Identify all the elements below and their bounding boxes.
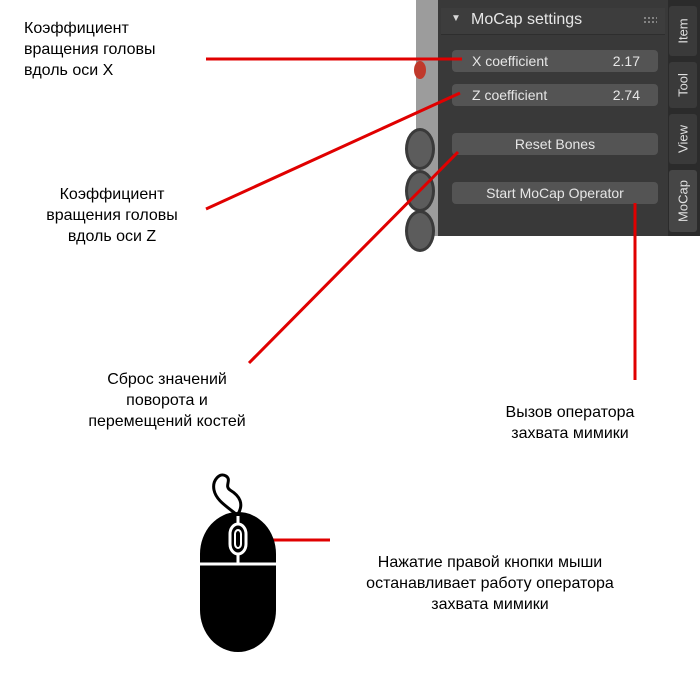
x-coefficient-label: X coefficient [472, 53, 549, 69]
annotation-right-mouse: Нажатие правой кнопки мыши останавливает… [366, 554, 614, 613]
z-coefficient-value: 2.74 [612, 87, 640, 103]
x-coefficient-value: 2.17 [612, 53, 640, 69]
mouse-icon [200, 473, 276, 652]
pointer-line-z [205, 91, 461, 211]
annotation-reset-bones: Сброс значений поворота и перемещений ко… [88, 371, 246, 430]
panel-header[interactable]: ▼ MoCap settings [441, 8, 665, 35]
sidebar-tabs: Item Tool View MoCap [668, 0, 700, 236]
tab-view[interactable]: View [669, 114, 697, 164]
tab-tool[interactable]: Tool [669, 62, 697, 108]
annotation-z-coefficient: Коэффициент вращения головы вдоль оси Z [46, 186, 178, 245]
annotation-x-coefficient: Коэффициент вращения головы вдоль оси X [24, 20, 156, 79]
start-mocap-operator-button[interactable]: Start MoCap Operator [452, 182, 658, 204]
x-coefficient-field[interactable]: X coefficient 2.17 [452, 50, 658, 72]
viewport-gizmo-red [414, 61, 426, 79]
drag-grip-icon[interactable] [643, 16, 657, 24]
annotation-start-operator: Вызов оператора захвата мимики [505, 404, 635, 442]
z-coefficient-label: Z coefficient [472, 87, 548, 103]
reset-bones-button[interactable]: Reset Bones [452, 133, 658, 155]
tab-mocap[interactable]: MoCap [669, 170, 697, 232]
viewport-gizmo-button[interactable] [405, 128, 435, 170]
pointer-line-reset [247, 150, 460, 365]
tab-item[interactable]: Item [669, 6, 697, 56]
viewport-gizmo-button[interactable] [405, 210, 435, 252]
z-coefficient-field[interactable]: Z coefficient 2.74 [452, 84, 658, 106]
panel-title: MoCap settings [471, 11, 583, 28]
collapse-triangle-icon[interactable]: ▼ [451, 13, 461, 24]
